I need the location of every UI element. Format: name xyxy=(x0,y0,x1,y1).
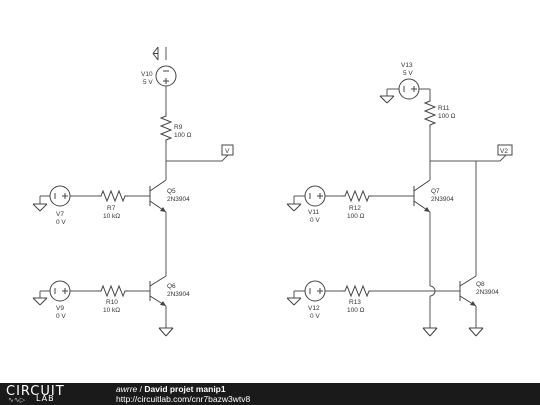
resistor-r7[interactable] xyxy=(98,189,128,203)
voltage-source-v10[interactable] xyxy=(155,65,177,87)
resistor-name-r12: R12 xyxy=(349,205,361,212)
source-value-v9: 0 V xyxy=(56,313,66,320)
ground-symbol xyxy=(422,327,438,337)
transistor-part-q7: 2N3904 xyxy=(431,196,454,203)
source-value-v10: 5 V xyxy=(143,79,153,86)
source-name-v9: V9 xyxy=(56,305,64,312)
transistor-q6[interactable] xyxy=(149,275,167,307)
path-separator: / xyxy=(137,384,145,394)
probe-v[interactable] xyxy=(221,144,234,156)
schematic-canvas: V10 5 V R9 100 Ω V V7 0 V R7 10 kΩ xyxy=(32,46,513,337)
resistor-value-r10: 10 kΩ xyxy=(103,307,120,314)
resistor-value-r13: 100 Ω xyxy=(347,307,365,314)
transistor-q7[interactable] xyxy=(413,179,431,213)
source-value-v11: 0 V xyxy=(310,217,320,224)
transistor-part-q8: 2N3904 xyxy=(476,289,499,296)
transistor-q5[interactable] xyxy=(149,179,167,213)
voltage-source-v13[interactable] xyxy=(398,78,420,100)
ground-symbol xyxy=(286,291,302,306)
ground-symbol xyxy=(152,46,167,61)
voltage-source-v7[interactable] xyxy=(49,185,71,207)
project-url[interactable]: http://circuitlab.com/cnr7bazw3wtv8 xyxy=(116,394,251,404)
resistor-r11[interactable] xyxy=(423,98,437,128)
transistor-name-q8: Q8 xyxy=(476,281,485,288)
resistor-r10[interactable] xyxy=(98,284,128,298)
resistor-value-r11: 100 Ω xyxy=(438,113,456,120)
voltage-source-v9[interactable] xyxy=(49,280,71,302)
logo-text-bottom: LAB xyxy=(36,394,55,403)
resistor-r12[interactable] xyxy=(342,189,372,203)
footer-bar: CIRCUIT ∿∿▷ LAB awrre / David projet man… xyxy=(0,383,540,405)
ground-symbol xyxy=(32,196,48,212)
project-line: awrre / David projet manip1 xyxy=(116,384,226,394)
resistor-name-r7: R7 xyxy=(107,205,116,212)
resistor-value-r7: 10 kΩ xyxy=(103,213,120,220)
transistor-q8[interactable] xyxy=(459,275,477,307)
probe-label-v: V xyxy=(225,148,230,155)
resistor-r13[interactable] xyxy=(342,284,372,298)
source-name-v12: V12 xyxy=(308,305,320,312)
source-value-v13: 5 V xyxy=(403,70,413,77)
transistor-name-q6: Q6 xyxy=(167,283,176,290)
source-name-v11: V11 xyxy=(308,209,319,216)
source-name-v10: V10 xyxy=(141,71,153,78)
author-link[interactable]: awrre xyxy=(116,384,138,394)
transistor-name-q5: Q5 xyxy=(167,188,176,195)
resistor-name-r10: R10 xyxy=(106,299,118,306)
circuitlab-logo[interactable]: CIRCUIT ∿∿▷ LAB xyxy=(6,384,94,404)
resistor-value-r9: 100 Ω xyxy=(174,132,192,139)
logo-text-top: CIRCUIT xyxy=(6,384,65,399)
source-name-v7: V7 xyxy=(56,211,64,218)
project-title[interactable]: David projet manip1 xyxy=(144,384,226,394)
resistor-value-r12: 100 Ω xyxy=(347,213,365,220)
resistor-name-r9: R9 xyxy=(174,124,183,131)
voltage-source-v12[interactable] xyxy=(304,280,326,302)
source-value-v12: 0 V xyxy=(310,313,320,320)
ground-symbol xyxy=(32,291,48,306)
resistor-name-r11: R11 xyxy=(438,105,450,112)
transistor-part-q5: 2N3904 xyxy=(167,196,190,203)
probe-label-v2: V2 xyxy=(500,148,508,155)
ground-symbol xyxy=(286,196,302,212)
resistor-r9[interactable] xyxy=(159,113,173,143)
transistor-name-q7: Q7 xyxy=(431,188,440,195)
transistor-part-q6: 2N3904 xyxy=(167,291,190,298)
source-name-v13: V13 xyxy=(401,62,413,69)
ground-symbol xyxy=(158,327,174,337)
ground-symbol xyxy=(468,327,484,337)
voltage-source-v11[interactable] xyxy=(304,185,326,207)
probe-v2[interactable] xyxy=(497,144,513,156)
ground-symbol xyxy=(379,89,395,104)
source-value-v7: 0 V xyxy=(56,219,66,226)
resistor-name-r13: R13 xyxy=(349,299,361,306)
logo-resistor-icon: ∿∿▷ xyxy=(8,397,26,404)
